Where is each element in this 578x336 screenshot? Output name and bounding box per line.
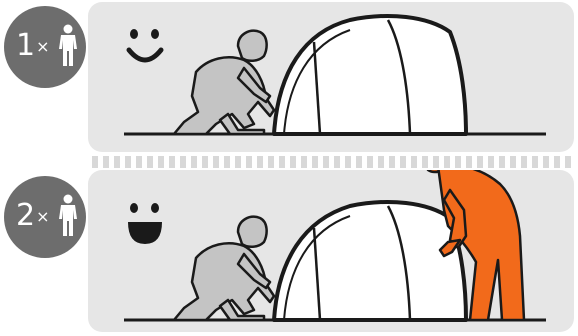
- two-person-count: 2×: [16, 198, 50, 235]
- two-person-badge: 2×: [4, 176, 86, 258]
- dashed-divider: [92, 156, 572, 168]
- one-person-count: 1×: [16, 28, 50, 65]
- one-person-badge: 1×: [4, 6, 86, 88]
- person-icon: [58, 24, 78, 66]
- tent: [274, 16, 466, 134]
- count-number: 2: [16, 198, 35, 233]
- multiplier-sign: ×: [36, 207, 49, 226]
- tent-scene-one-person: [88, 2, 574, 152]
- crouching-person: [174, 217, 274, 320]
- crouching-person: [174, 31, 274, 134]
- count-number: 1: [16, 28, 35, 63]
- multiplier-sign: ×: [36, 37, 49, 56]
- person-icon: [58, 194, 78, 236]
- tent-scene-two-people: [88, 170, 574, 332]
- tent: [274, 202, 466, 320]
